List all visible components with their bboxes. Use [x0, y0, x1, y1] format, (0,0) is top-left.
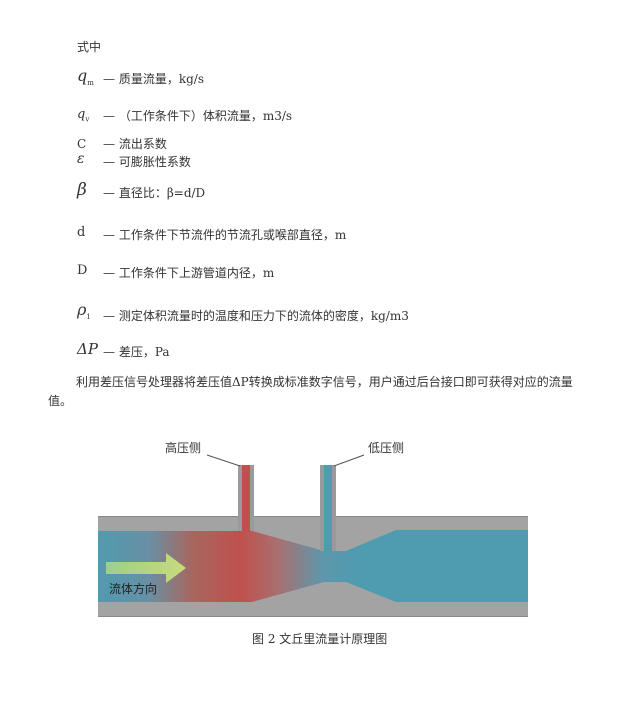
- section-heading: 式中: [77, 40, 102, 54]
- fluid-channel: [98, 530, 528, 602]
- symbol-description: — 直径比：β=d/D: [103, 186, 206, 200]
- symbol: ΔP: [77, 340, 98, 358]
- high-pressure-label: 高压侧: [165, 440, 201, 455]
- symbol-row: qv: [77, 103, 89, 124]
- symbol-description: — （工作条件下）体积流量，m3/s: [103, 109, 293, 123]
- symbol: qm: [77, 66, 94, 88]
- symbol: C: [77, 137, 87, 151]
- symbol-description: — 质量流量，kg/s: [103, 72, 204, 86]
- high-pressure-tube: [242, 465, 250, 531]
- symbol-description: — 工作条件下节流件的节流孔或喉部直径，m: [103, 228, 347, 242]
- symbol-description: — 差压，Pa: [103, 345, 170, 359]
- high-pressure-leader: [206, 454, 241, 467]
- flow-direction-arrow-icon: [106, 553, 186, 583]
- symbol-description: — 流出系数: [103, 137, 167, 151]
- body-paragraph: 利用差压信号处理器将差压值ΔP转换成标准数字信号，用户通过后台接口即可获得对应的…: [48, 375, 573, 408]
- pipe-bottom-wall-line: [98, 616, 528, 617]
- low-pressure-tube: [324, 465, 332, 551]
- venturi-diagram: 高压侧 低压侧 流体方向: [98, 440, 528, 617]
- flow-direction-label: 流体方向: [109, 581, 157, 596]
- symbol: qv: [77, 107, 90, 124]
- symbol: ρ1: [77, 300, 91, 322]
- symbol-description: — 可膨胀性系数: [103, 155, 191, 169]
- low-pressure-leader: [333, 454, 365, 467]
- symbol: D: [77, 263, 88, 278]
- symbol-row: ρ1: [77, 300, 91, 321]
- symbol-row: qm: [77, 66, 94, 87]
- symbol-description: — 工作条件下上游管道内径，m: [103, 266, 275, 280]
- symbol: d: [77, 225, 86, 240]
- symbol-description: — 测定体积流量时的温度和压力下的流体的密度，kg/m3: [103, 309, 409, 323]
- pipe-top-wall-line: [98, 516, 528, 517]
- symbol: β: [77, 180, 87, 200]
- figure-caption: 图 2 文丘里流量计原理图: [252, 632, 388, 646]
- symbol: ε: [77, 151, 85, 167]
- low-pressure-label: 低压侧: [368, 441, 404, 455]
